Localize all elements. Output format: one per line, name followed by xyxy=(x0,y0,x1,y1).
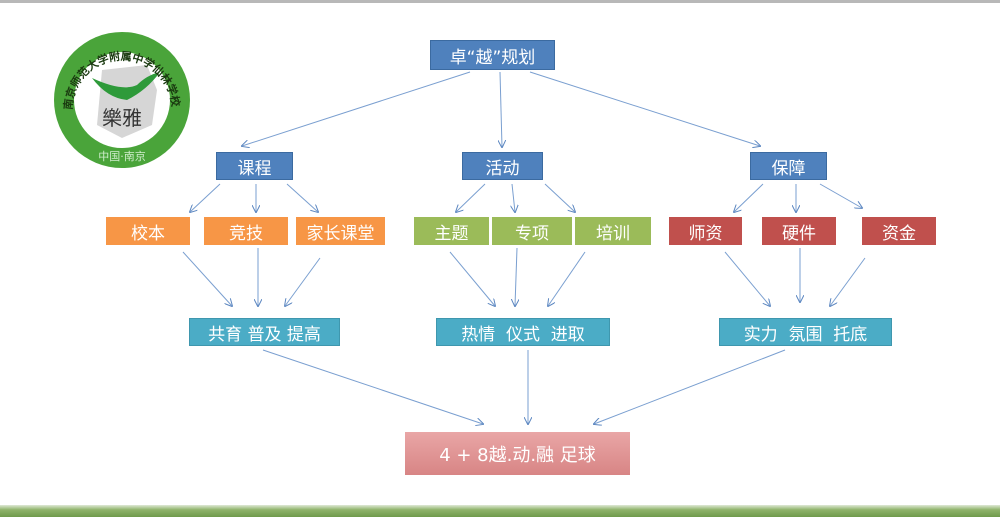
item-node: 资金 xyxy=(862,217,936,245)
item-node: 家长课堂 xyxy=(296,217,385,245)
item-node: 硬件 xyxy=(762,217,836,245)
result-node: 实力 氛围 托底 xyxy=(719,318,892,346)
school-logo: 樂雅 南京师范大学附属中学仙林学校小学部 中国·南京 xyxy=(46,19,192,170)
item-node: 主题 xyxy=(414,217,489,245)
root-node: 卓“越”规划 xyxy=(430,40,555,70)
result-node: 共育 普及 提高 xyxy=(189,318,340,346)
result-node: 热情 仪式 进取 xyxy=(436,318,610,346)
grass-strip xyxy=(0,505,1000,517)
top-border xyxy=(0,0,1000,3)
svg-text:中国·南京: 中国·南京 xyxy=(98,149,146,163)
item-node: 培训 xyxy=(575,217,651,245)
item-node: 校本 xyxy=(106,217,190,245)
item-node: 师资 xyxy=(669,217,742,245)
final-goal-node: 4 + 8越.动.融 足球 xyxy=(405,432,630,475)
branch-course: 课程 xyxy=(216,152,293,180)
svg-text:樂雅: 樂雅 xyxy=(102,106,142,130)
item-node: 专项 xyxy=(492,217,572,245)
item-node: 竞技 xyxy=(204,217,288,245)
branch-activity: 活动 xyxy=(462,152,543,180)
branch-support: 保障 xyxy=(750,152,827,180)
